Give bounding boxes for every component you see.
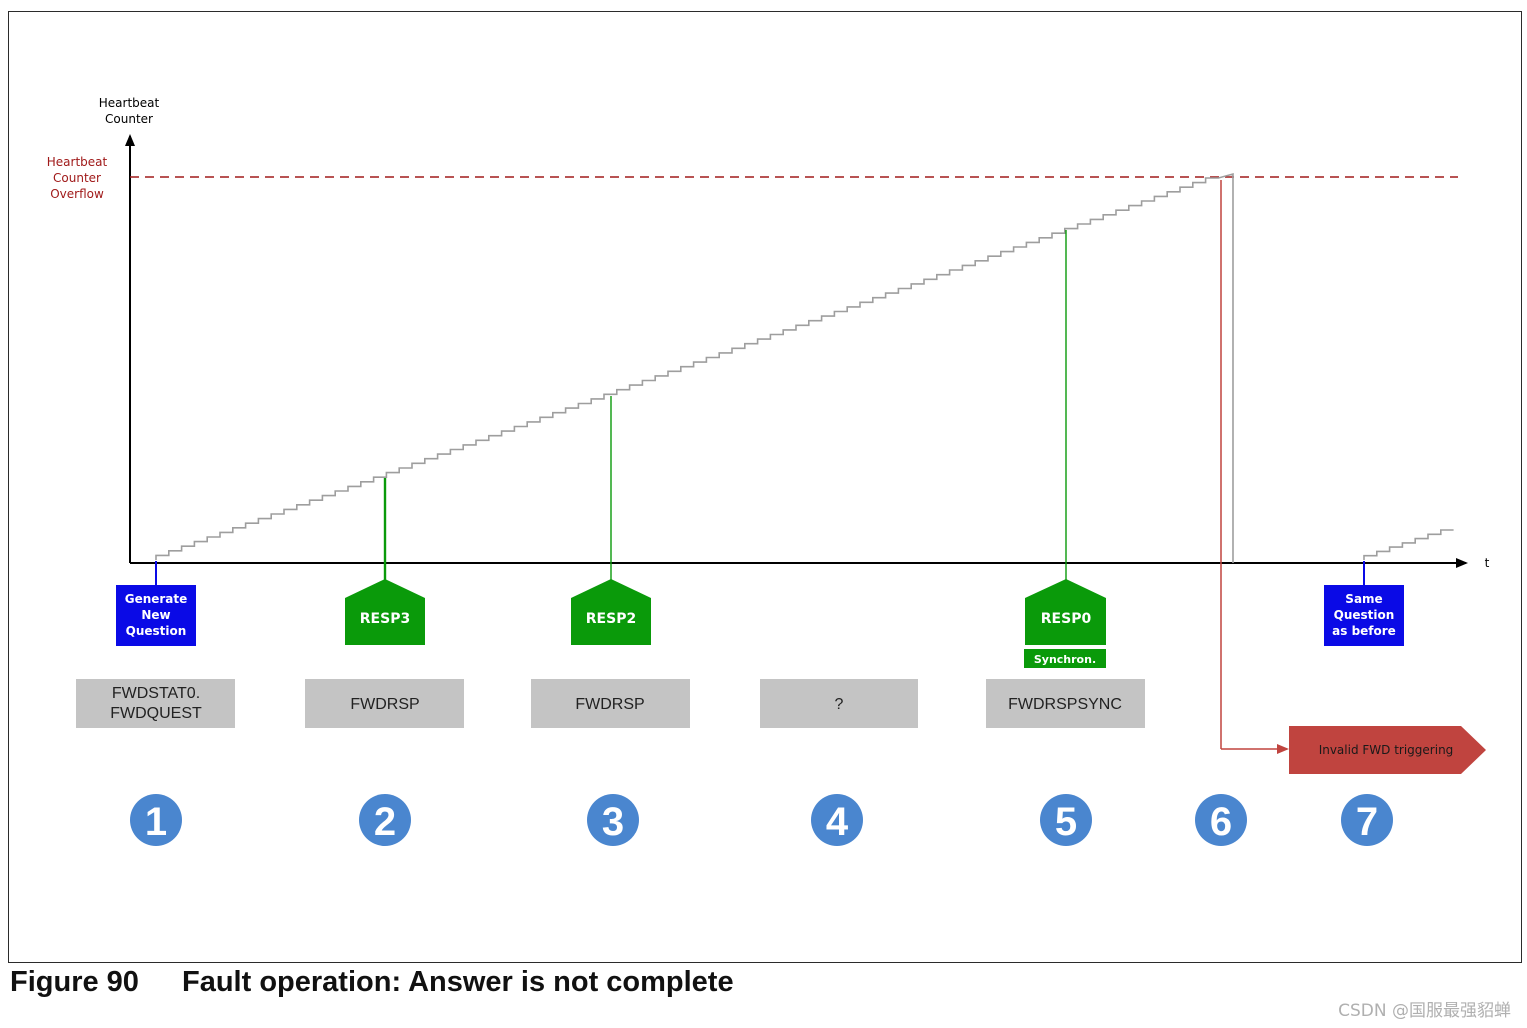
resp0-box: RESP0 bbox=[1025, 579, 1106, 645]
step-6-number: 6 bbox=[1210, 800, 1232, 844]
step-5-badge: 5 bbox=[1040, 794, 1092, 846]
event-1-box-line3: Question bbox=[126, 624, 187, 638]
figure-frame bbox=[8, 11, 1522, 963]
overflow-label-line3: Overflow bbox=[50, 187, 104, 201]
x-axis-label: t bbox=[1485, 556, 1490, 570]
step-7-number: 7 bbox=[1356, 800, 1378, 844]
event-7-box-line2: Question bbox=[1334, 608, 1395, 622]
heartbeat-counter-staircase bbox=[155, 172, 1234, 563]
figure-number: Figure 90 bbox=[10, 966, 139, 998]
register-box-4: ? bbox=[760, 679, 918, 728]
event-7-box-line1: Same bbox=[1345, 592, 1382, 606]
step-3-badge: 3 bbox=[587, 794, 639, 846]
overflow-label-line1: Heartbeat bbox=[47, 155, 108, 169]
resp2-box: RESP2 bbox=[571, 579, 651, 645]
step-4-badge: 4 bbox=[811, 794, 863, 846]
generate-new-question-box: Generate New Question bbox=[116, 585, 196, 646]
event-1-box-line2: New bbox=[141, 608, 170, 622]
step-2-badge: 2 bbox=[359, 794, 411, 846]
step-1-badge: 1 bbox=[130, 794, 182, 846]
resp3-label: RESP3 bbox=[360, 611, 410, 627]
register-4-label: ? bbox=[835, 696, 844, 713]
resp3-box: RESP3 bbox=[345, 579, 425, 645]
step-7-badge: 7 bbox=[1341, 794, 1393, 846]
resp0-label: RESP0 bbox=[1041, 611, 1092, 627]
event-1-box-line1: Generate bbox=[125, 592, 188, 606]
step-4-number: 4 bbox=[826, 800, 849, 844]
y-axis-label-line2: Counter bbox=[105, 112, 153, 126]
invalid-fwd-trigger-box: Invalid FWD triggering bbox=[1289, 726, 1486, 774]
register-box-3: FWDRSP bbox=[531, 679, 690, 728]
register-5-label: FWDRSPSYNC bbox=[1008, 696, 1122, 713]
invalid-fwd-trigger-label: Invalid FWD triggering bbox=[1319, 743, 1454, 757]
register-2-label: FWDRSP bbox=[350, 696, 419, 713]
overflow-label-line2: Counter bbox=[53, 171, 101, 185]
figure-title: Fault operation: Answer is not complete bbox=[182, 966, 734, 998]
watermark: CSDN @国服最强貂蝉 bbox=[1338, 1001, 1511, 1021]
register-box-5: FWDRSPSYNC bbox=[986, 679, 1145, 728]
register-1-line2: FWDQUEST bbox=[110, 705, 202, 722]
figure-caption: Figure 90 Fault operation: Answer is not … bbox=[10, 966, 734, 999]
synchron-badge: Synchron. bbox=[1024, 649, 1106, 668]
y-axis-label-line1: Heartbeat bbox=[99, 96, 160, 110]
register-1-line1: FWDSTAT0. bbox=[112, 685, 200, 702]
same-question-box: Same Question as before bbox=[1324, 585, 1404, 646]
step-1-number: 1 bbox=[145, 800, 167, 844]
event-7-box-line3: as before bbox=[1332, 624, 1396, 638]
resp2-label: RESP2 bbox=[586, 611, 636, 627]
step-6-badge: 6 bbox=[1195, 794, 1247, 846]
synchron-label: Synchron. bbox=[1034, 653, 1096, 666]
register-3-label: FWDRSP bbox=[575, 696, 644, 713]
heartbeat-counter-restart-staircase bbox=[1363, 529, 1454, 560]
register-box-1: FWDSTAT0. FWDQUEST bbox=[76, 679, 235, 728]
step-3-number: 3 bbox=[602, 800, 624, 844]
step-2-number: 2 bbox=[374, 800, 396, 844]
register-box-2: FWDRSP bbox=[305, 679, 464, 728]
step-5-number: 5 bbox=[1055, 800, 1077, 844]
